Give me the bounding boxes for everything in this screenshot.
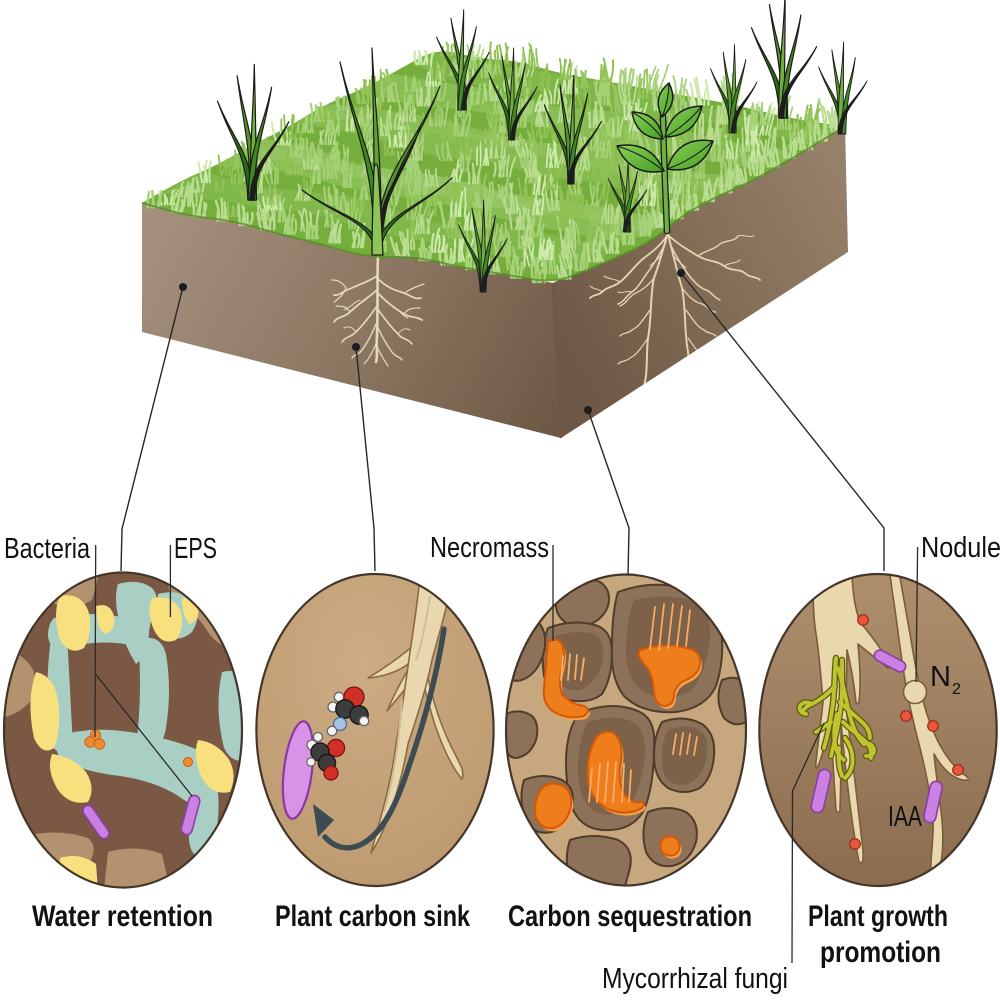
svg-text:Water retention: Water retention [32, 900, 213, 933]
svg-text:Plant growth: Plant growth [808, 900, 948, 933]
svg-text:Carbon sequestration: Carbon sequestration [508, 900, 752, 933]
svg-text:promotion: promotion [820, 936, 941, 969]
svg-text:N: N [930, 661, 951, 693]
svg-text:Plant carbon sink: Plant carbon sink [275, 900, 470, 933]
svg-text:IAA: IAA [888, 801, 922, 833]
svg-text:EPS: EPS [174, 533, 217, 565]
svg-text:2: 2 [952, 681, 961, 698]
svg-text:Nodule: Nodule [921, 532, 1000, 564]
svg-text:Necromass: Necromass [430, 532, 549, 564]
svg-text:Mycorrhizal fungi: Mycorrhizal fungi [602, 963, 788, 995]
svg-text:Bacteria: Bacteria [4, 533, 91, 565]
